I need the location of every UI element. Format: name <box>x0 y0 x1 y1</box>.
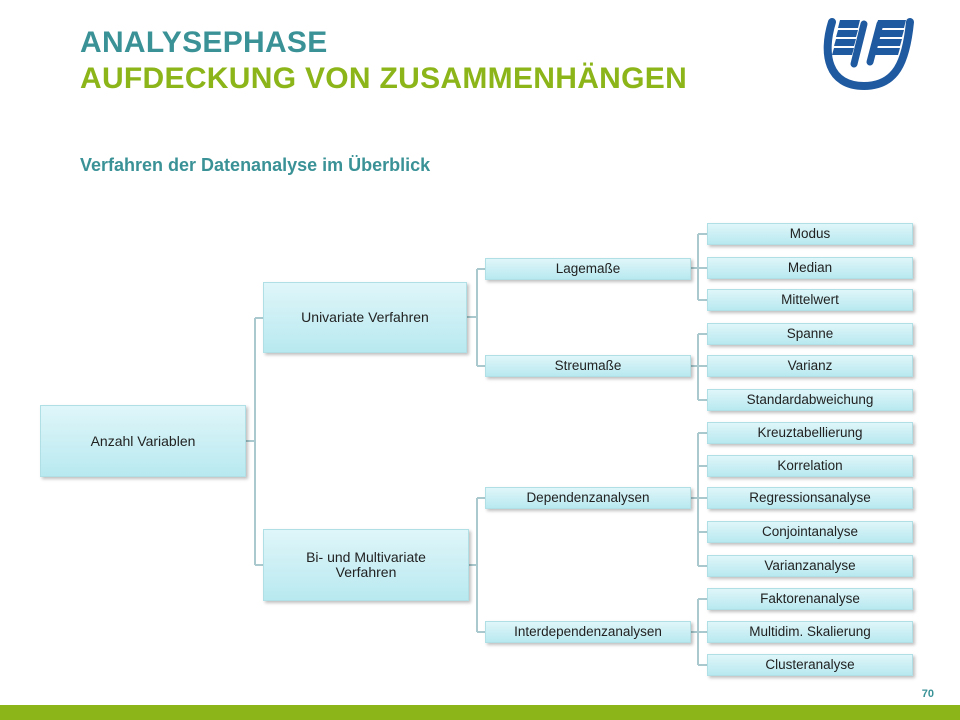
node-multivariate-verfahren: Bi- und Multivariate Verfahren <box>263 529 469 601</box>
page-number: 70 <box>921 688 934 700</box>
leaf-node: Faktorenanalyse <box>707 588 913 610</box>
leaf-node: Clusteranalyse <box>707 654 913 676</box>
leaf-node: Modus <box>707 223 913 245</box>
leaf-node: Varianzanalyse <box>707 555 913 577</box>
subtitle: Verfahren der Datenanalyse im Überblick <box>80 155 431 175</box>
leaf-node: Spanne <box>707 323 913 345</box>
node-interdependenzanalysen: Interdependenzanalysen <box>485 621 691 643</box>
node-streumasse: Streumaße <box>485 355 691 377</box>
leaf-node: Median <box>707 257 913 279</box>
leaf-node: Standardabweichung <box>707 389 913 411</box>
node-lagemasse: Lagemaße <box>485 258 691 280</box>
leaf-node: Multidim. Skalierung <box>707 621 913 643</box>
leaf-node: Korrelation <box>707 455 913 477</box>
title-line-1: ANALYSEPHASE <box>80 26 328 59</box>
node-anzahl-variablen: Anzahl Variablen <box>40 405 246 477</box>
university-logo-icon <box>823 18 914 91</box>
footer-bar <box>0 705 960 720</box>
leaf-node: Varianz <box>707 355 913 377</box>
leaf-node: Kreuztabellierung <box>707 422 913 444</box>
leaf-node: Mittelwert <box>707 289 913 311</box>
node-univariate-verfahren: Univariate Verfahren <box>263 282 467 353</box>
title-line-2: AUFDECKUNG VON ZUSAMMENHÄNGEN <box>80 62 688 95</box>
leaf-node: Regressionsanalyse <box>707 487 913 509</box>
leaf-node: Conjointanalyse <box>707 521 913 543</box>
node-dependenzanalysen: Dependenzanalysen <box>485 487 691 509</box>
